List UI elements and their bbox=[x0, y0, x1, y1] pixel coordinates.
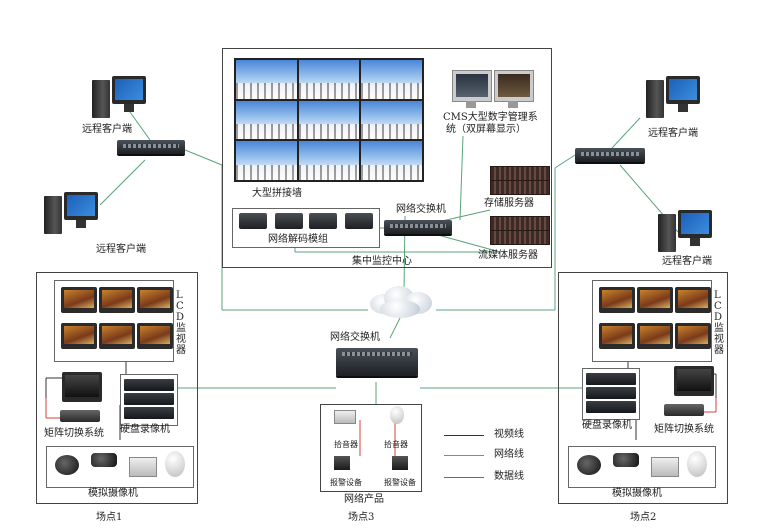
remote-client-top-left bbox=[92, 76, 148, 122]
core-switch bbox=[384, 220, 452, 234]
label-network-products: 网络产品 bbox=[344, 494, 384, 505]
label-dvr-1: 硬盘录像机 bbox=[120, 424, 170, 435]
video-wall bbox=[234, 58, 424, 182]
dvr-panel-2 bbox=[582, 368, 640, 420]
remote-client-mid-right bbox=[658, 210, 714, 256]
site-1-box bbox=[36, 272, 198, 504]
decoder-icon bbox=[239, 213, 267, 229]
lcd-wall-2 bbox=[592, 280, 712, 362]
label-center-switch: 网络交换机 bbox=[330, 332, 380, 343]
label-lcd-wall-1: LCD监视器 bbox=[176, 290, 186, 356]
label-alarm-2: 报警设备 bbox=[384, 478, 416, 487]
dome-camera-icon bbox=[577, 455, 601, 475]
monitor-icon bbox=[678, 210, 712, 238]
bullet-camera-icon bbox=[91, 453, 117, 467]
label-remote-client-ml: 远程客户端 bbox=[96, 244, 146, 255]
box-camera-icon bbox=[129, 457, 157, 477]
matrix-monitor-1 bbox=[62, 372, 102, 402]
site-2-box bbox=[558, 272, 728, 504]
label-video-wall: 大型拼接墙 bbox=[252, 188, 302, 199]
bullet-camera-icon bbox=[613, 453, 639, 467]
alarm-device-icon bbox=[334, 456, 350, 470]
decoder-icon bbox=[345, 213, 373, 229]
legend-swatch bbox=[444, 477, 484, 478]
legend-item: 视频线 bbox=[444, 428, 554, 442]
monitor-icon bbox=[666, 76, 700, 104]
label-remote-client-tr: 远程客户端 bbox=[648, 128, 698, 139]
cms-dual-monitor bbox=[452, 70, 534, 110]
monitor-icon bbox=[64, 192, 98, 220]
label-site-3: 场点3 bbox=[348, 512, 375, 523]
legend-item: 数据线 bbox=[444, 470, 554, 484]
label-monitor-center: 集中监控中心 bbox=[352, 256, 412, 267]
legend-swatch bbox=[444, 435, 484, 436]
box-camera-icon bbox=[651, 457, 679, 477]
monitor-center-box bbox=[222, 48, 552, 268]
label-pickup-2: 拾音器 bbox=[384, 440, 408, 449]
label-core-switch: 网络交换机 bbox=[396, 204, 446, 215]
dome-camera-icon bbox=[55, 455, 79, 475]
label-cms: CMS大型数字管理系 bbox=[443, 112, 538, 123]
label-alarm-1: 报警设备 bbox=[330, 478, 362, 487]
center-switch bbox=[336, 348, 418, 376]
pc-tower-icon bbox=[92, 80, 110, 118]
legend-item: 网络线 bbox=[444, 448, 554, 462]
keyboard-icon bbox=[664, 404, 704, 416]
pc-tower-icon bbox=[658, 214, 676, 252]
lcd-wall-1 bbox=[54, 280, 174, 362]
alarm-device-icon bbox=[392, 456, 408, 470]
label-remote-client-tl: 远程客户端 bbox=[82, 124, 132, 135]
label-analog-cam-1: 模拟摄像机 bbox=[88, 488, 138, 499]
label-site-2: 场点2 bbox=[630, 512, 657, 523]
ptz-camera-icon bbox=[687, 451, 707, 477]
legend-label: 数据线 bbox=[494, 471, 524, 482]
ptz-camera-icon bbox=[165, 451, 185, 477]
dvr-panel-1 bbox=[120, 374, 178, 426]
decoder-module-panel bbox=[232, 208, 380, 248]
network-ptz-icon bbox=[390, 406, 404, 424]
label-pickup-1: 拾音器 bbox=[334, 440, 358, 449]
label-storage-server: 存储服务器 bbox=[484, 198, 534, 209]
label-matrix-1: 矩阵切换系统 bbox=[44, 428, 104, 439]
label-matrix-2: 矩阵切换系统 bbox=[654, 424, 714, 435]
matrix-monitor-2 bbox=[674, 366, 714, 396]
legend-label: 网络线 bbox=[494, 449, 524, 460]
pc-tower-icon bbox=[646, 80, 664, 118]
decoder-icon bbox=[309, 213, 337, 229]
keyboard-icon bbox=[60, 410, 100, 422]
analog-cameras-2 bbox=[568, 446, 716, 488]
network-camera-icon bbox=[334, 410, 356, 424]
label-decoder-module: 网络解码模组 bbox=[268, 234, 328, 245]
remote-client-mid-left bbox=[44, 192, 100, 238]
label-remote-client-mr: 远程客户端 bbox=[662, 256, 712, 267]
pc-tower-icon bbox=[44, 196, 62, 234]
label-stream-server: 流媒体服务器 bbox=[478, 250, 538, 261]
label-site-1: 场点1 bbox=[96, 512, 123, 523]
legend-swatch bbox=[444, 455, 484, 456]
legend-label: 视频线 bbox=[494, 429, 524, 440]
internet-cloud-icon bbox=[366, 284, 436, 318]
label-dvr-2: 硬盘录像机 bbox=[582, 420, 632, 431]
label-analog-cam-2: 模拟摄像机 bbox=[612, 488, 662, 499]
analog-cameras-1 bbox=[46, 446, 194, 488]
switch-left bbox=[117, 140, 185, 154]
remote-client-top-right bbox=[646, 76, 702, 122]
monitor-icon bbox=[112, 76, 146, 104]
legend: 视频线 网络线 数据线 bbox=[444, 428, 554, 488]
site-3-box bbox=[320, 404, 422, 492]
label-lcd-wall-2: LCD监视器 bbox=[714, 290, 724, 356]
switch-right bbox=[575, 148, 645, 162]
decoder-icon bbox=[275, 213, 303, 229]
label-cms-sub: 统（双屏幕显示） bbox=[446, 124, 526, 135]
